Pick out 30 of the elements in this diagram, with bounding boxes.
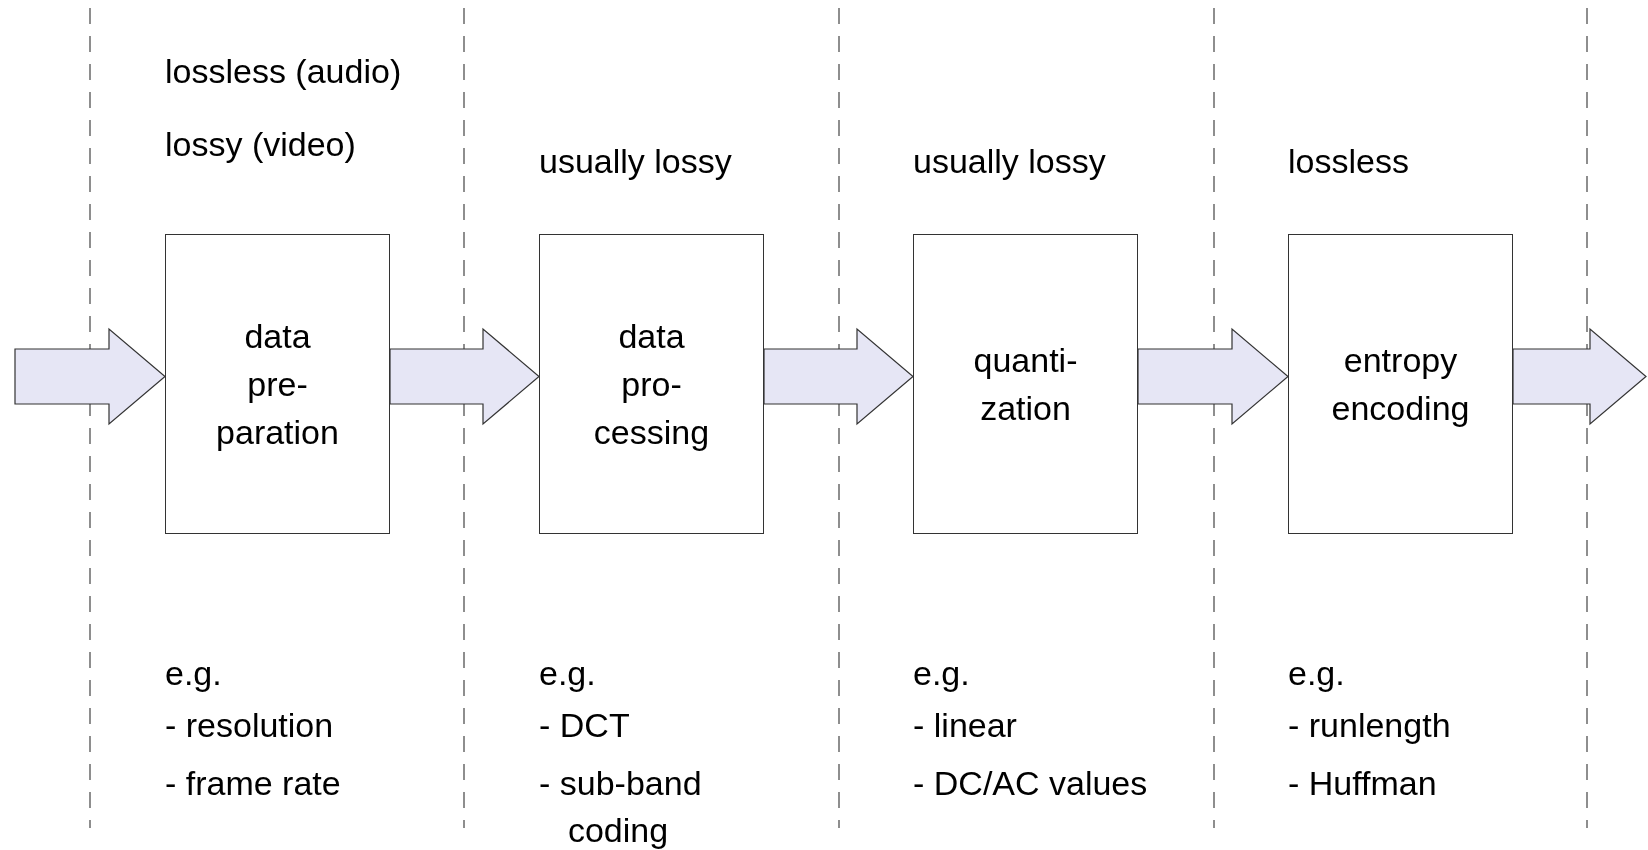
example-item: - resolution	[165, 705, 335, 746]
process-box	[165, 234, 390, 534]
example-item: - frame rate	[165, 763, 342, 804]
example-item: - Huffman	[1288, 763, 1438, 804]
block-arrow	[763, 327, 914, 426]
block-arrow	[1137, 327, 1289, 426]
example-heading: e.g.	[913, 653, 970, 694]
example-heading: e.g.	[1288, 653, 1345, 694]
block-arrow	[389, 327, 540, 426]
process-box	[539, 234, 764, 534]
example-item: - DCT	[539, 705, 631, 746]
box-label: quanti- zation	[972, 340, 1079, 429]
example-item: - runlength	[1288, 705, 1452, 746]
loss-note: usually lossy	[539, 141, 732, 182]
loss-note: lossless (audio)	[165, 51, 402, 92]
example-heading: e.g.	[539, 653, 596, 694]
box-label: entropy encoding	[1330, 340, 1471, 429]
block-arrow	[1512, 327, 1647, 426]
example-item: - linear	[913, 705, 1018, 746]
example-item: - sub-band coding	[539, 763, 703, 850]
block-arrow	[14, 327, 166, 426]
box-label: data pre- paration	[215, 316, 340, 453]
example-item: - DC/AC values	[913, 763, 1149, 804]
process-box	[913, 234, 1138, 534]
process-box	[1288, 234, 1513, 534]
example-heading: e.g.	[165, 653, 222, 694]
loss-note: lossless	[1288, 141, 1409, 182]
loss-note: usually lossy	[913, 141, 1106, 182]
loss-note: lossy (video)	[165, 124, 356, 165]
box-label: data pro- cessing	[592, 316, 711, 453]
